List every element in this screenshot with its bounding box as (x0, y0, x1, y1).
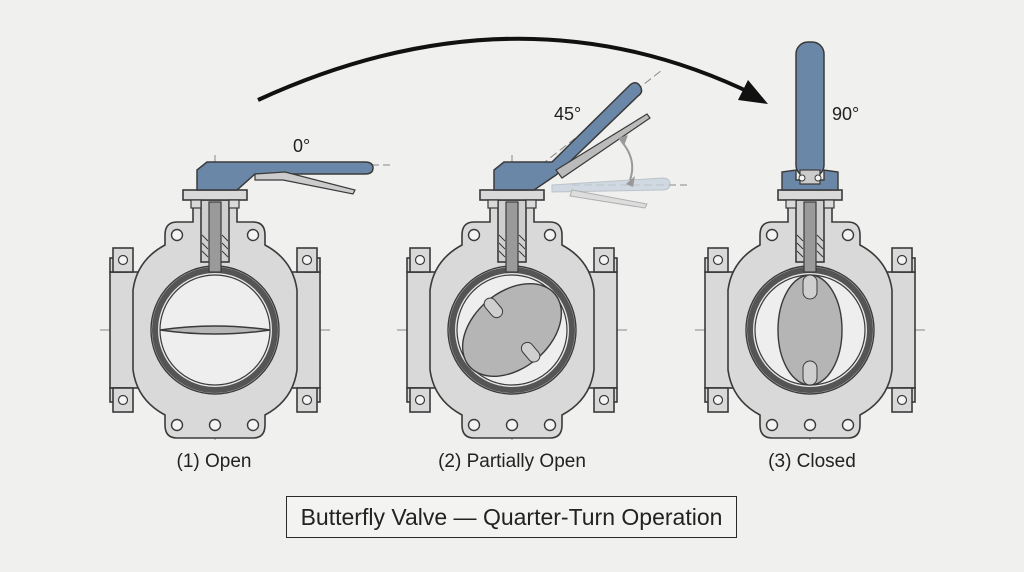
bolt-hole (246, 418, 260, 432)
valve-closed (695, 41, 925, 440)
lever-handle (196, 161, 374, 191)
packing-hatch (796, 234, 804, 242)
bolt-hole (170, 418, 184, 432)
packing-hatch (201, 234, 209, 242)
bolt-hole (841, 228, 855, 242)
plate-bolt (228, 199, 240, 209)
double-arrow-curve (621, 141, 634, 181)
flange-bolt-hole (414, 394, 426, 406)
rotation-arrow-icon (257, 36, 768, 104)
angle-label-partial: 45° (554, 104, 582, 124)
plate-bolt (785, 199, 797, 209)
hub-bolt (798, 174, 806, 182)
disc-hub (802, 274, 818, 300)
packing-hatch (201, 250, 209, 258)
ghost-latch (569, 189, 648, 209)
plate-bolt (823, 199, 835, 209)
flange-bolt-hole (301, 254, 313, 266)
lever-latch (254, 171, 356, 195)
diagram-title: Butterfly Valve — Quarter-Turn Operation (300, 503, 723, 530)
flange-bolt-hole (117, 254, 129, 266)
flange-bolt-hole (896, 254, 908, 266)
lever-handle (493, 82, 643, 191)
flange-bolt-hole (712, 254, 724, 266)
flange-bolt-hole (301, 394, 313, 406)
bolt-hole (803, 418, 817, 432)
double-arrow-icon (618, 135, 635, 187)
valve-disc (159, 325, 271, 335)
bolt-hole (246, 228, 260, 242)
ghost-handle (551, 177, 671, 193)
packing-hatch (796, 250, 804, 258)
title-box: Butterfly Valve — Quarter-Turn Operation (286, 496, 737, 538)
flange-bolt-hole (117, 394, 129, 406)
disc-hub (520, 341, 541, 363)
stem (505, 201, 519, 273)
flange-bolt-hole (598, 394, 610, 406)
double-arrow-head (626, 176, 635, 187)
caption-partially-open: (2) Partially Open (438, 451, 586, 472)
hub-bolt (814, 174, 822, 182)
bolt-hole (505, 418, 519, 432)
valve-open (100, 155, 390, 440)
bolt-hole (170, 228, 184, 242)
packing-hatch (498, 242, 506, 250)
disc-hub (483, 297, 504, 319)
packing-hatch (518, 250, 526, 258)
packing-hatch (221, 234, 229, 242)
packing-hatch (816, 234, 824, 242)
packing-hatch (796, 242, 804, 250)
caption-closed: (3) Closed (768, 451, 856, 472)
packing-hatch (816, 242, 824, 250)
double-arrow-head (618, 135, 628, 146)
flange-bolt-hole (896, 394, 908, 406)
plate-bolt (190, 199, 202, 209)
valve-disc (461, 283, 563, 377)
stem (803, 201, 817, 273)
bolt-hole (467, 418, 481, 432)
packing-hatch (498, 234, 506, 242)
bolt-hole (543, 418, 557, 432)
packing-hatch (221, 242, 229, 250)
packing-hatch (201, 242, 209, 250)
bolt-hole (467, 228, 481, 242)
packing-hatch (816, 250, 824, 258)
top-plate (479, 189, 545, 201)
angle-label-open: 0° (293, 136, 311, 156)
packing-hatch (518, 234, 526, 242)
stem (208, 201, 222, 273)
top-plate (777, 189, 843, 201)
angle-label-closed: 90° (832, 104, 860, 124)
bolt-hole (208, 418, 222, 432)
plate-bolt (487, 199, 499, 209)
flange-bolt-hole (598, 254, 610, 266)
valve-partially-open (397, 69, 687, 440)
packing-hatch (221, 250, 229, 258)
bolt-hole (765, 418, 779, 432)
caption-open: (1) Open (176, 451, 252, 472)
flange-bolt-hole (712, 394, 724, 406)
packing-hatch (518, 242, 526, 250)
top-plate (182, 189, 248, 201)
bolt-hole (543, 228, 557, 242)
packing-hatch (498, 250, 506, 258)
flange-bolt-hole (414, 254, 426, 266)
bolt-hole (765, 228, 779, 242)
disc-hub (802, 360, 818, 386)
plate-bolt (525, 199, 537, 209)
lever-handle (795, 41, 825, 178)
bolt-hole (841, 418, 855, 432)
lever-latch (555, 113, 651, 179)
